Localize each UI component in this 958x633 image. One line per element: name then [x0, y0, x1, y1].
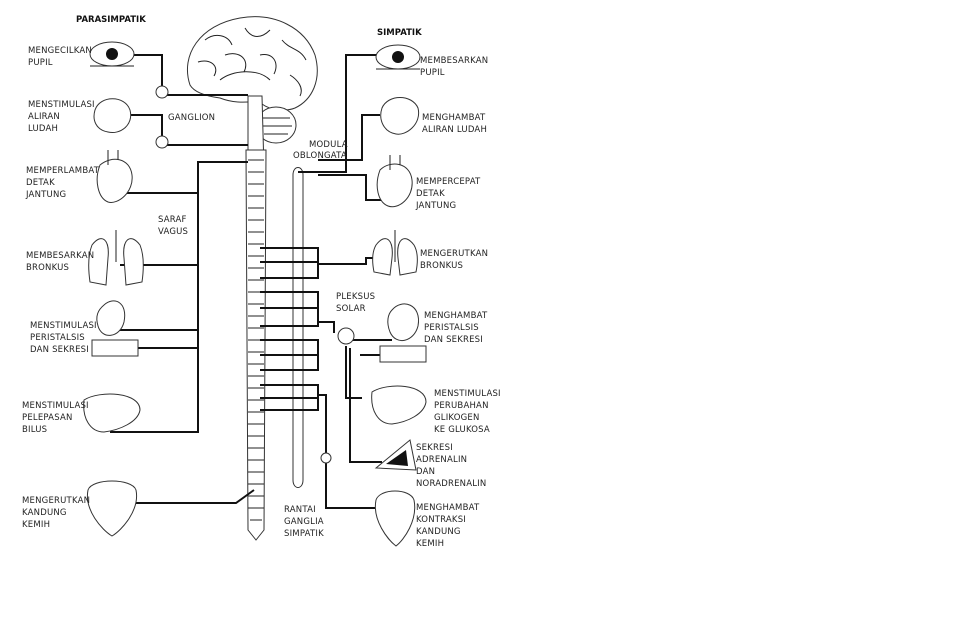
effect-right-7: SEKRESI ADRENALIN DAN NORADRENALIN	[416, 443, 486, 489]
effect-line: PERISTALSIS	[30, 333, 85, 343]
label-chain-1: RANTAI	[284, 505, 316, 515]
sympathetic-pathways	[298, 54, 392, 509]
label-vagus-2: VAGUS	[158, 227, 188, 237]
effect-line: PUPIL	[420, 68, 445, 78]
label-chain-2: GANGLIA	[284, 517, 324, 527]
effect-line: JANTUNG	[25, 190, 66, 200]
effect-right-1: MEMBESARKAN PUPIL	[420, 56, 488, 78]
effect-right-6: MENSTIMULASI PERUBAHAN GLIKOGEN KE GLUKO…	[434, 389, 501, 435]
effect-line: KANDUNG	[22, 508, 67, 518]
effect-line: MEMPERLAMBAT	[26, 166, 100, 176]
effect-line: MEMPERCEPAT	[416, 177, 481, 187]
sympathetic-chain	[292, 167, 304, 488]
salivary-gland-left	[93, 98, 132, 134]
effect-line: MENGERUTKAN	[22, 496, 90, 506]
effect-line: BILUS	[22, 425, 47, 435]
lungs-right	[372, 230, 418, 276]
effect-left-5: MENSTIMULASI PERISTALSIS DAN SEKRESI	[30, 321, 97, 355]
effect-right-2: MENGHAMBAT ALIRAN LUDAH	[422, 113, 487, 135]
stomach-left	[91, 300, 139, 357]
effect-line: ALIRAN LUDAH	[422, 125, 487, 135]
effect-line: JANTUNG	[415, 201, 456, 211]
effect-line: MENGHAMBAT	[422, 113, 486, 123]
solar-plexus-ganglion	[337, 327, 355, 345]
bladder-ganglion	[320, 452, 332, 464]
label-plexus-1: PLEKSUS	[336, 292, 375, 302]
effect-line: MENGERUTKAN	[420, 249, 488, 259]
label-medulla-1: MODULA	[309, 140, 348, 150]
liver-right	[371, 385, 427, 425]
effect-right-4: MENGERUTKAN BRONKUS	[420, 249, 488, 271]
stomach-right	[379, 303, 427, 363]
effect-line: KEMIH	[416, 539, 444, 549]
effect-line: KONTRAKSI	[416, 515, 466, 525]
effect-line: PUPIL	[28, 58, 53, 68]
header-parasympathetic: PARASIMPATIK	[76, 15, 146, 25]
effect-line: BRONKUS	[26, 263, 69, 273]
eye-right	[375, 44, 421, 70]
heart-right	[376, 155, 413, 208]
brain-illustration	[186, 16, 318, 171]
effect-line: LUDAH	[28, 124, 58, 134]
effect-line: MENSTIMULASI	[30, 321, 97, 331]
effect-line: PERISTALSIS	[424, 323, 479, 333]
effect-line: PELEPASAN	[22, 413, 73, 423]
effect-line: ADRENALIN	[416, 455, 467, 465]
effect-line: DAN SEKRESI	[30, 345, 89, 355]
effect-line: KANDUNG	[416, 527, 461, 537]
label-vagus-1: SARAF	[158, 215, 187, 225]
effect-line: SEKRESI	[416, 443, 453, 453]
effect-line: DAN	[416, 467, 435, 477]
effect-line: MENGHAMBAT	[416, 503, 480, 513]
effect-line: GLIKOGEN	[434, 413, 480, 423]
effect-line: MENGECILKAN	[28, 46, 92, 56]
spinal-chain-connectors	[260, 247, 319, 411]
effect-line: PERUBAHAN	[434, 401, 489, 411]
effect-left-4: MEMBESARKAN BRONKUS	[26, 251, 94, 273]
heart-left	[96, 150, 133, 203]
effect-line: MENSTIMULASI	[28, 100, 95, 110]
effect-left-2: MENSTIMULASI ALIRAN LUDAH	[28, 100, 95, 134]
effect-line: MENGHAMBAT	[424, 311, 488, 321]
effect-line: MEMBESARKAN	[26, 251, 94, 261]
header-sympathetic: SIMPATIK	[377, 28, 422, 38]
effect-line: DETAK	[416, 189, 445, 199]
salivary-gland-right	[380, 97, 420, 135]
bladder-right	[374, 490, 416, 547]
effect-line: ALIRAN	[28, 112, 60, 122]
effect-left-1: MENGECILKAN PUPIL	[28, 46, 92, 68]
spinal-cord	[245, 149, 267, 541]
effect-line: KE GLUKOSA	[434, 425, 490, 435]
effect-line: DAN SEKRESI	[424, 335, 483, 345]
liver-left	[83, 393, 141, 433]
ganglion-saliva	[155, 135, 169, 149]
effect-right-8: MENGHAMBAT KONTRAKSI KANDUNG KEMIH	[416, 503, 480, 549]
effect-line: MENSTIMULASI	[434, 389, 501, 399]
bladder-left	[86, 480, 138, 537]
eye-left	[89, 41, 135, 67]
label-chain-3: SIMPATIK	[284, 529, 324, 539]
effect-left-7: MENGERUTKAN KANDUNG KEMIH	[22, 496, 90, 530]
effect-line: BRONKUS	[420, 261, 463, 271]
effect-left-3: MEMPERLAMBAT DETAK JANTUNG	[25, 166, 100, 200]
lungs-left	[88, 230, 144, 286]
ganglion-pupil	[155, 85, 169, 99]
adrenal-gland-right	[374, 439, 417, 471]
effect-right-3: MEMPERCEPAT DETAK JANTUNG	[415, 177, 481, 211]
parasympathetic-pathways	[110, 54, 255, 504]
effect-line: KEMIH	[22, 520, 50, 530]
label-ganglion: GANGLION	[168, 113, 215, 123]
effect-line: DETAK	[26, 178, 55, 188]
effect-line: MEMBESARKAN	[420, 56, 488, 66]
effect-line: NORADRENALIN	[416, 479, 486, 489]
label-plexus-2: SOLAR	[336, 304, 366, 314]
effect-right-5: MENGHAMBAT PERISTALSIS DAN SEKRESI	[424, 311, 488, 345]
effect-left-6: MENSTIMULASI PELEPASAN BILUS	[22, 401, 89, 435]
label-medulla-2: OBLONGATA	[293, 151, 347, 161]
effect-line: MENSTIMULASI	[22, 401, 89, 411]
